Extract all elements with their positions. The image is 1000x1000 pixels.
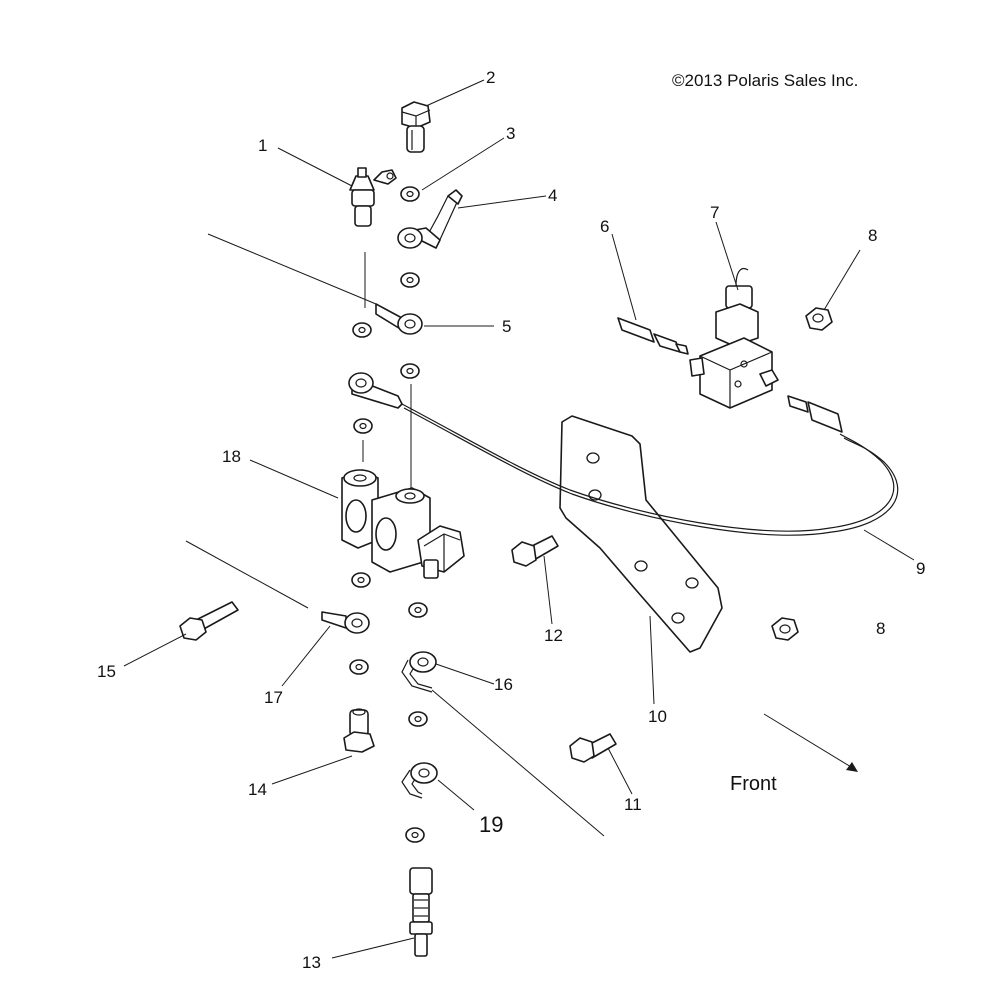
front-direction-arrow xyxy=(763,713,858,772)
alignment-line xyxy=(207,233,377,305)
part-18-valve-block xyxy=(341,469,465,579)
callout-14: 14 xyxy=(248,780,267,799)
part-11-bolt xyxy=(569,733,617,763)
callout-13: 13 xyxy=(302,953,321,972)
part-9-hose-line-outer xyxy=(403,407,899,536)
callout-16: 16 xyxy=(494,675,513,694)
alignment-line xyxy=(185,540,309,609)
callout-2: 2 xyxy=(486,68,495,87)
callout-leaders xyxy=(123,79,915,959)
part-6-fitting xyxy=(617,317,689,355)
callout-12: 12 xyxy=(544,626,563,645)
part-14-fitting xyxy=(343,708,375,753)
callout-8-lower: 8 xyxy=(876,619,885,638)
part-12-bolt xyxy=(511,535,559,567)
alignment-line xyxy=(431,689,605,837)
part-9-hose-line xyxy=(401,403,895,532)
copyright-text: ©2013 Polaris Sales Inc. xyxy=(672,71,858,90)
callout-3: 3 xyxy=(506,124,515,143)
callout-17: 17 xyxy=(264,688,283,707)
part-15-bolt xyxy=(179,601,239,641)
part-4-banjo-hose xyxy=(397,189,463,249)
callout-5: 5 xyxy=(502,317,511,336)
hose-end-fitting xyxy=(787,395,843,433)
washer-stack-left xyxy=(349,322,373,675)
front-label: Front xyxy=(730,773,777,795)
part-10-bracket xyxy=(559,415,723,653)
callout-18: 18 xyxy=(222,447,241,466)
callout-11: 11 xyxy=(624,795,642,814)
callout-19: 19 xyxy=(479,812,503,837)
callout-4: 4 xyxy=(548,186,557,205)
callout-6: 6 xyxy=(600,217,609,236)
part-16-banjo-hose xyxy=(401,651,437,693)
part-17-banjo-fitting xyxy=(321,611,370,634)
part-8-nut-upper xyxy=(805,307,833,331)
part-7-valve xyxy=(689,267,779,409)
banjo-fitting-left-upper xyxy=(348,372,403,409)
washer-stack-right xyxy=(400,186,428,843)
part-8-nut-lower xyxy=(771,617,799,641)
part-13-stud xyxy=(409,867,433,957)
callout-9: 9 xyxy=(916,559,925,578)
callout-10: 10 xyxy=(648,707,667,726)
callout-15: 15 xyxy=(97,662,116,681)
part-2-banjo-bolt xyxy=(401,101,431,153)
callout-7: 7 xyxy=(710,203,719,222)
callout-8-upper: 8 xyxy=(868,226,877,245)
callout-1: 1 xyxy=(258,136,267,155)
part-1-pressure-switch xyxy=(349,167,397,227)
part-5-banjo-fitting xyxy=(375,303,423,335)
part-19-banjo-hose xyxy=(401,762,438,799)
